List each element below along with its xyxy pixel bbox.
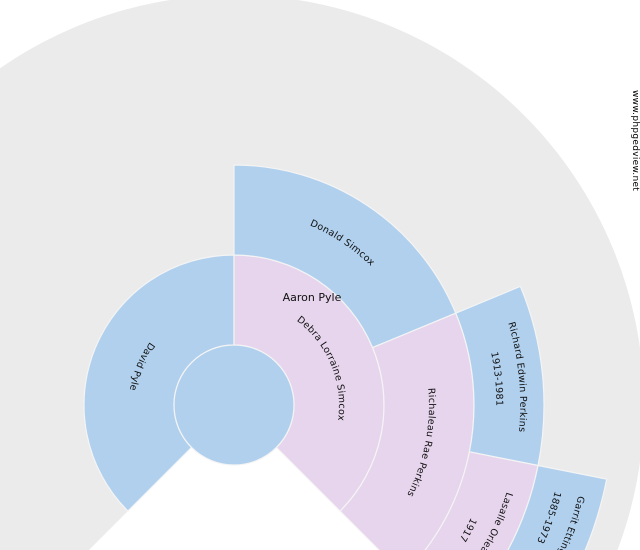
center-person-layer[interactable]: Aaron Pyle: [173, 291, 342, 466]
ancestor-segment[interactable]: Donald Simcox: [233, 164, 457, 349]
ancestor-segment[interactable]: Garrit Etting1885-1973: [507, 464, 608, 550]
segment-wedge[interactable]: [233, 164, 457, 349]
watermark-label: www.phpgedview.net: [630, 90, 640, 191]
ancestor-segment[interactable]: Richaleau Rae Perkins: [339, 312, 475, 550]
segment-wedge[interactable]: [507, 464, 608, 550]
ancestor-segment[interactable]: David Pyle: [83, 254, 235, 512]
watermark: www.phpgedview.net: [630, 90, 640, 191]
segment-wedge[interactable]: [454, 285, 545, 467]
center-person-circle[interactable]: [173, 344, 295, 466]
ancestor-segment[interactable]: Debra Lorraine Simcox: [233, 254, 385, 512]
center-person-label: Aaron Pyle: [283, 291, 342, 304]
